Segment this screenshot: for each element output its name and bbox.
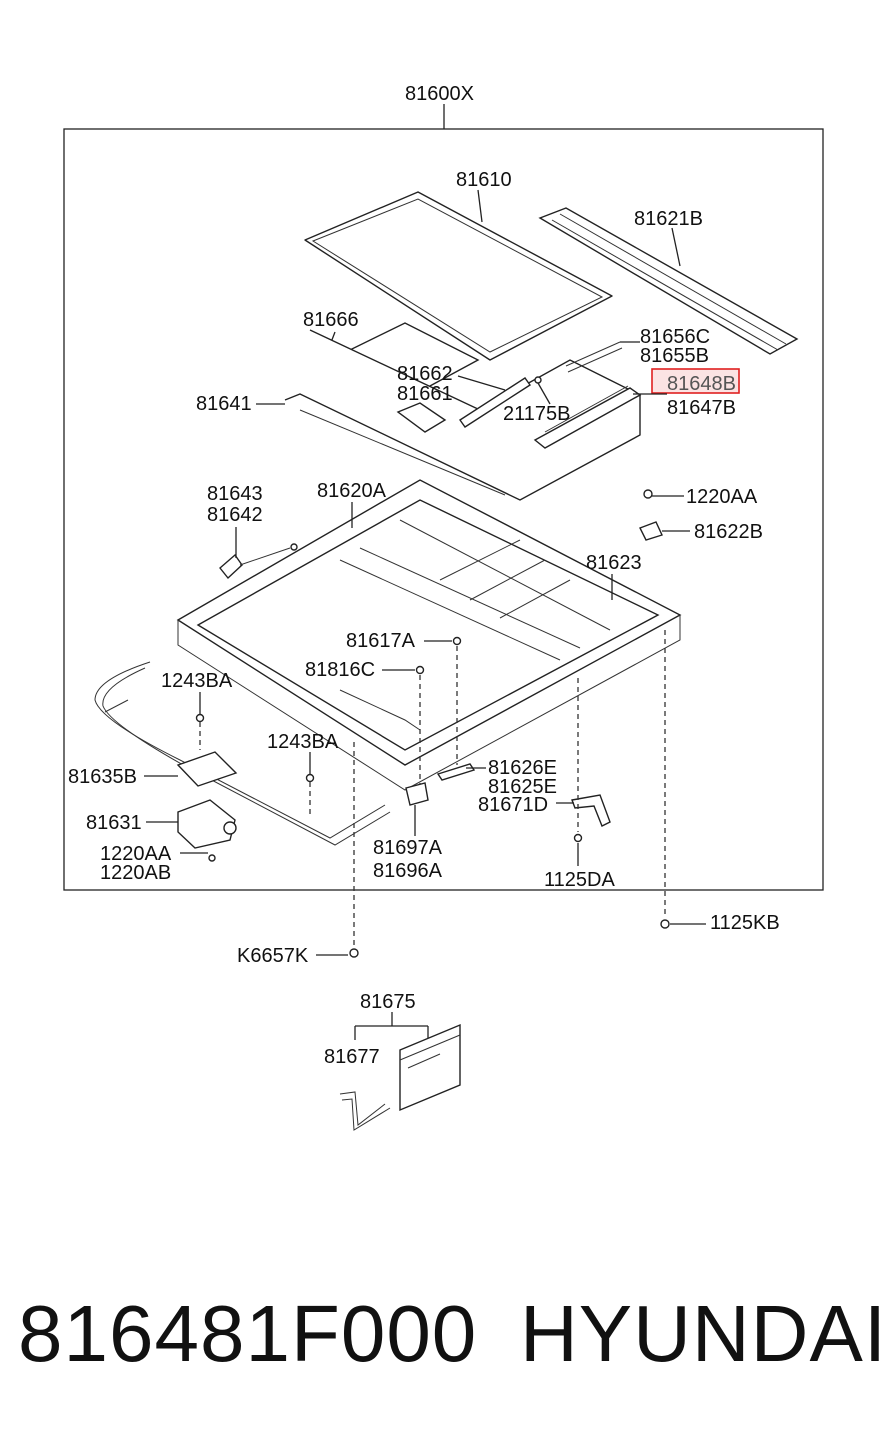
bolt-1243BA-mid bbox=[305, 773, 315, 783]
bracket-81697A bbox=[405, 782, 429, 806]
nut-K6657K bbox=[349, 948, 359, 958]
label-1243BA-mid: 1243BA bbox=[267, 731, 339, 753]
label-81675: 81675 bbox=[360, 991, 416, 1013]
label-1220AB: 1220AB bbox=[100, 862, 171, 884]
bolt-1243BA-left bbox=[195, 713, 205, 723]
label-81647B: 81647B bbox=[667, 397, 736, 419]
glass-panel-81610 bbox=[304, 191, 613, 361]
label-81655B: 81655B bbox=[640, 345, 709, 367]
label-81641: 81641 bbox=[196, 393, 252, 415]
bolt-21175B bbox=[534, 376, 542, 384]
label-81648B: 81648B bbox=[667, 373, 736, 395]
wrench-81677 bbox=[339, 1091, 391, 1131]
label-81643: 81643 bbox=[207, 483, 263, 505]
label-1220AA-top: 1220AA bbox=[686, 486, 758, 508]
label-81666: 81666 bbox=[303, 309, 359, 331]
tool-pouch-81675 bbox=[399, 1023, 461, 1112]
label-K6657K: K6657K bbox=[237, 945, 309, 967]
label-81620A: 81620A bbox=[317, 480, 387, 502]
label-81661: 81661 bbox=[397, 383, 453, 405]
bracket-81662 bbox=[459, 377, 531, 428]
assembly-frame-box bbox=[63, 128, 824, 891]
label-81662: 81662 bbox=[397, 363, 453, 385]
label-81626E: 81626E bbox=[488, 757, 557, 779]
label-1243BA-left: 1243BA bbox=[161, 670, 233, 692]
label-81697A: 81697A bbox=[373, 837, 443, 859]
bolt-1125DA bbox=[573, 833, 583, 843]
label-81610: 81610 bbox=[456, 169, 512, 191]
label-81631: 81631 bbox=[86, 812, 142, 834]
label-81696A: 81696A bbox=[373, 860, 443, 882]
bolt-1220AA bbox=[208, 854, 216, 862]
motor-81631 bbox=[177, 799, 237, 849]
label-81623: 81623 bbox=[586, 552, 642, 574]
bracket-81671D bbox=[571, 794, 611, 827]
label-81816C: 81816C bbox=[305, 659, 375, 681]
label-81677: 81677 bbox=[324, 1046, 380, 1068]
cable-assembly bbox=[94, 661, 421, 846]
highlight-box-81648B bbox=[651, 368, 740, 394]
part-number-text: 816481F000 bbox=[18, 1289, 478, 1378]
brand-text: HYUNDAI bbox=[520, 1289, 886, 1378]
label-21175B: 21175B bbox=[503, 403, 570, 425]
bracket-81635B bbox=[176, 751, 238, 787]
bracket-81622B bbox=[639, 521, 663, 541]
label-81625E: 81625E bbox=[488, 776, 557, 798]
label-1125KB: 1125KB bbox=[710, 912, 780, 934]
label-81671D: 81671D bbox=[478, 794, 548, 816]
deflector-81621B bbox=[538, 207, 799, 355]
bolt-81617A bbox=[452, 636, 462, 646]
bolt-1220AA-top bbox=[643, 489, 653, 499]
main-frame-81620A bbox=[176, 479, 682, 791]
bolt-1125KB bbox=[660, 919, 670, 929]
label-1125DA: 1125DA bbox=[544, 869, 615, 891]
drain-part-81643 bbox=[219, 543, 298, 580]
label-81642: 81642 bbox=[207, 504, 263, 526]
label-81622B: 81622B bbox=[694, 521, 763, 543]
label-81621B: 81621B bbox=[634, 208, 703, 230]
label-81617A: 81617A bbox=[346, 630, 416, 652]
label-1220AA: 1220AA bbox=[100, 843, 172, 865]
bolt-81816C bbox=[415, 665, 425, 675]
frame-panel-81641 bbox=[284, 329, 641, 501]
label-81656C: 81656C bbox=[640, 326, 710, 348]
label-81635B: 81635B bbox=[68, 766, 137, 788]
guide-rail-81648B bbox=[533, 385, 642, 449]
label-81600X: 81600X bbox=[405, 83, 474, 105]
clip-81626E bbox=[436, 763, 476, 781]
cable-81656C bbox=[565, 341, 623, 373]
